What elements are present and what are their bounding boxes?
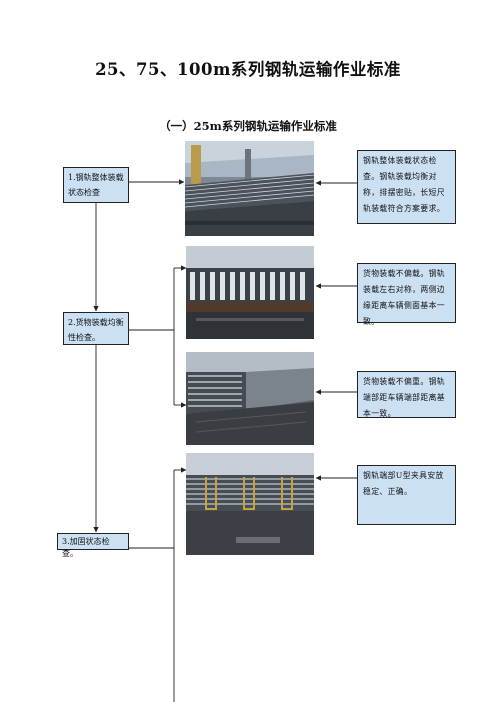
note-box-3: 货物装载不偏重。钢轨端部距车辆端部距离基本一致。 bbox=[357, 371, 456, 418]
note-box-2: 货物装载不偏载。钢轨装载左右对称，两侧边缘距离车辆侧面基本一致。 bbox=[357, 263, 456, 326]
rail-photo-image bbox=[185, 141, 314, 236]
note-text: 货物装载不偏载。钢轨装载左右对称，两侧边缘距离车辆侧面基本一致。 bbox=[363, 269, 445, 326]
step-label: 3.加固状态检查。 bbox=[62, 537, 110, 558]
step-box-2: 2.货物装载均衡性检查。 bbox=[63, 312, 129, 345]
note-box-4: 钢轨端部U型夹具安放稳定、正确。 bbox=[357, 465, 456, 525]
rail-photo-image bbox=[186, 246, 314, 339]
photo-rail-u-clamp bbox=[186, 453, 314, 555]
note-box-1: 钢轨整体装载状态检查。钢轨装载均衡对称，排摆密贴，长短尺轨装载符合方案要求。 bbox=[357, 150, 456, 224]
section-subtitle: （一）25m系列钢轨运输作业标准 bbox=[159, 119, 337, 133]
step-box-3: 3.加固状态检查。 bbox=[57, 533, 129, 558]
note-text: 货物装载不偏重。钢轨端部距车辆端部距离基本一致。 bbox=[363, 377, 445, 418]
rail-photo-image bbox=[186, 352, 314, 445]
note-text: 钢轨端部U型夹具安放稳定、正确。 bbox=[363, 471, 444, 496]
document-title: 25、75、100m系列钢轨运输作业标准 bbox=[95, 60, 401, 79]
photo-rail-end-distance bbox=[186, 352, 314, 445]
step-label: 1.钢轨整体装载状态检查 bbox=[68, 173, 124, 197]
step-box-1: 1.钢轨整体装载状态检查 bbox=[63, 167, 129, 203]
rail-photo-image bbox=[186, 453, 314, 555]
note-text: 钢轨整体装载状态检查。钢轨装载均衡对称，排摆密贴，长短尺轨装载符合方案要求。 bbox=[363, 156, 445, 213]
photo-rail-loading-overview bbox=[185, 141, 314, 236]
step-label: 2.货物装载均衡性检查。 bbox=[68, 318, 124, 342]
photo-rail-side-balance bbox=[186, 246, 314, 339]
